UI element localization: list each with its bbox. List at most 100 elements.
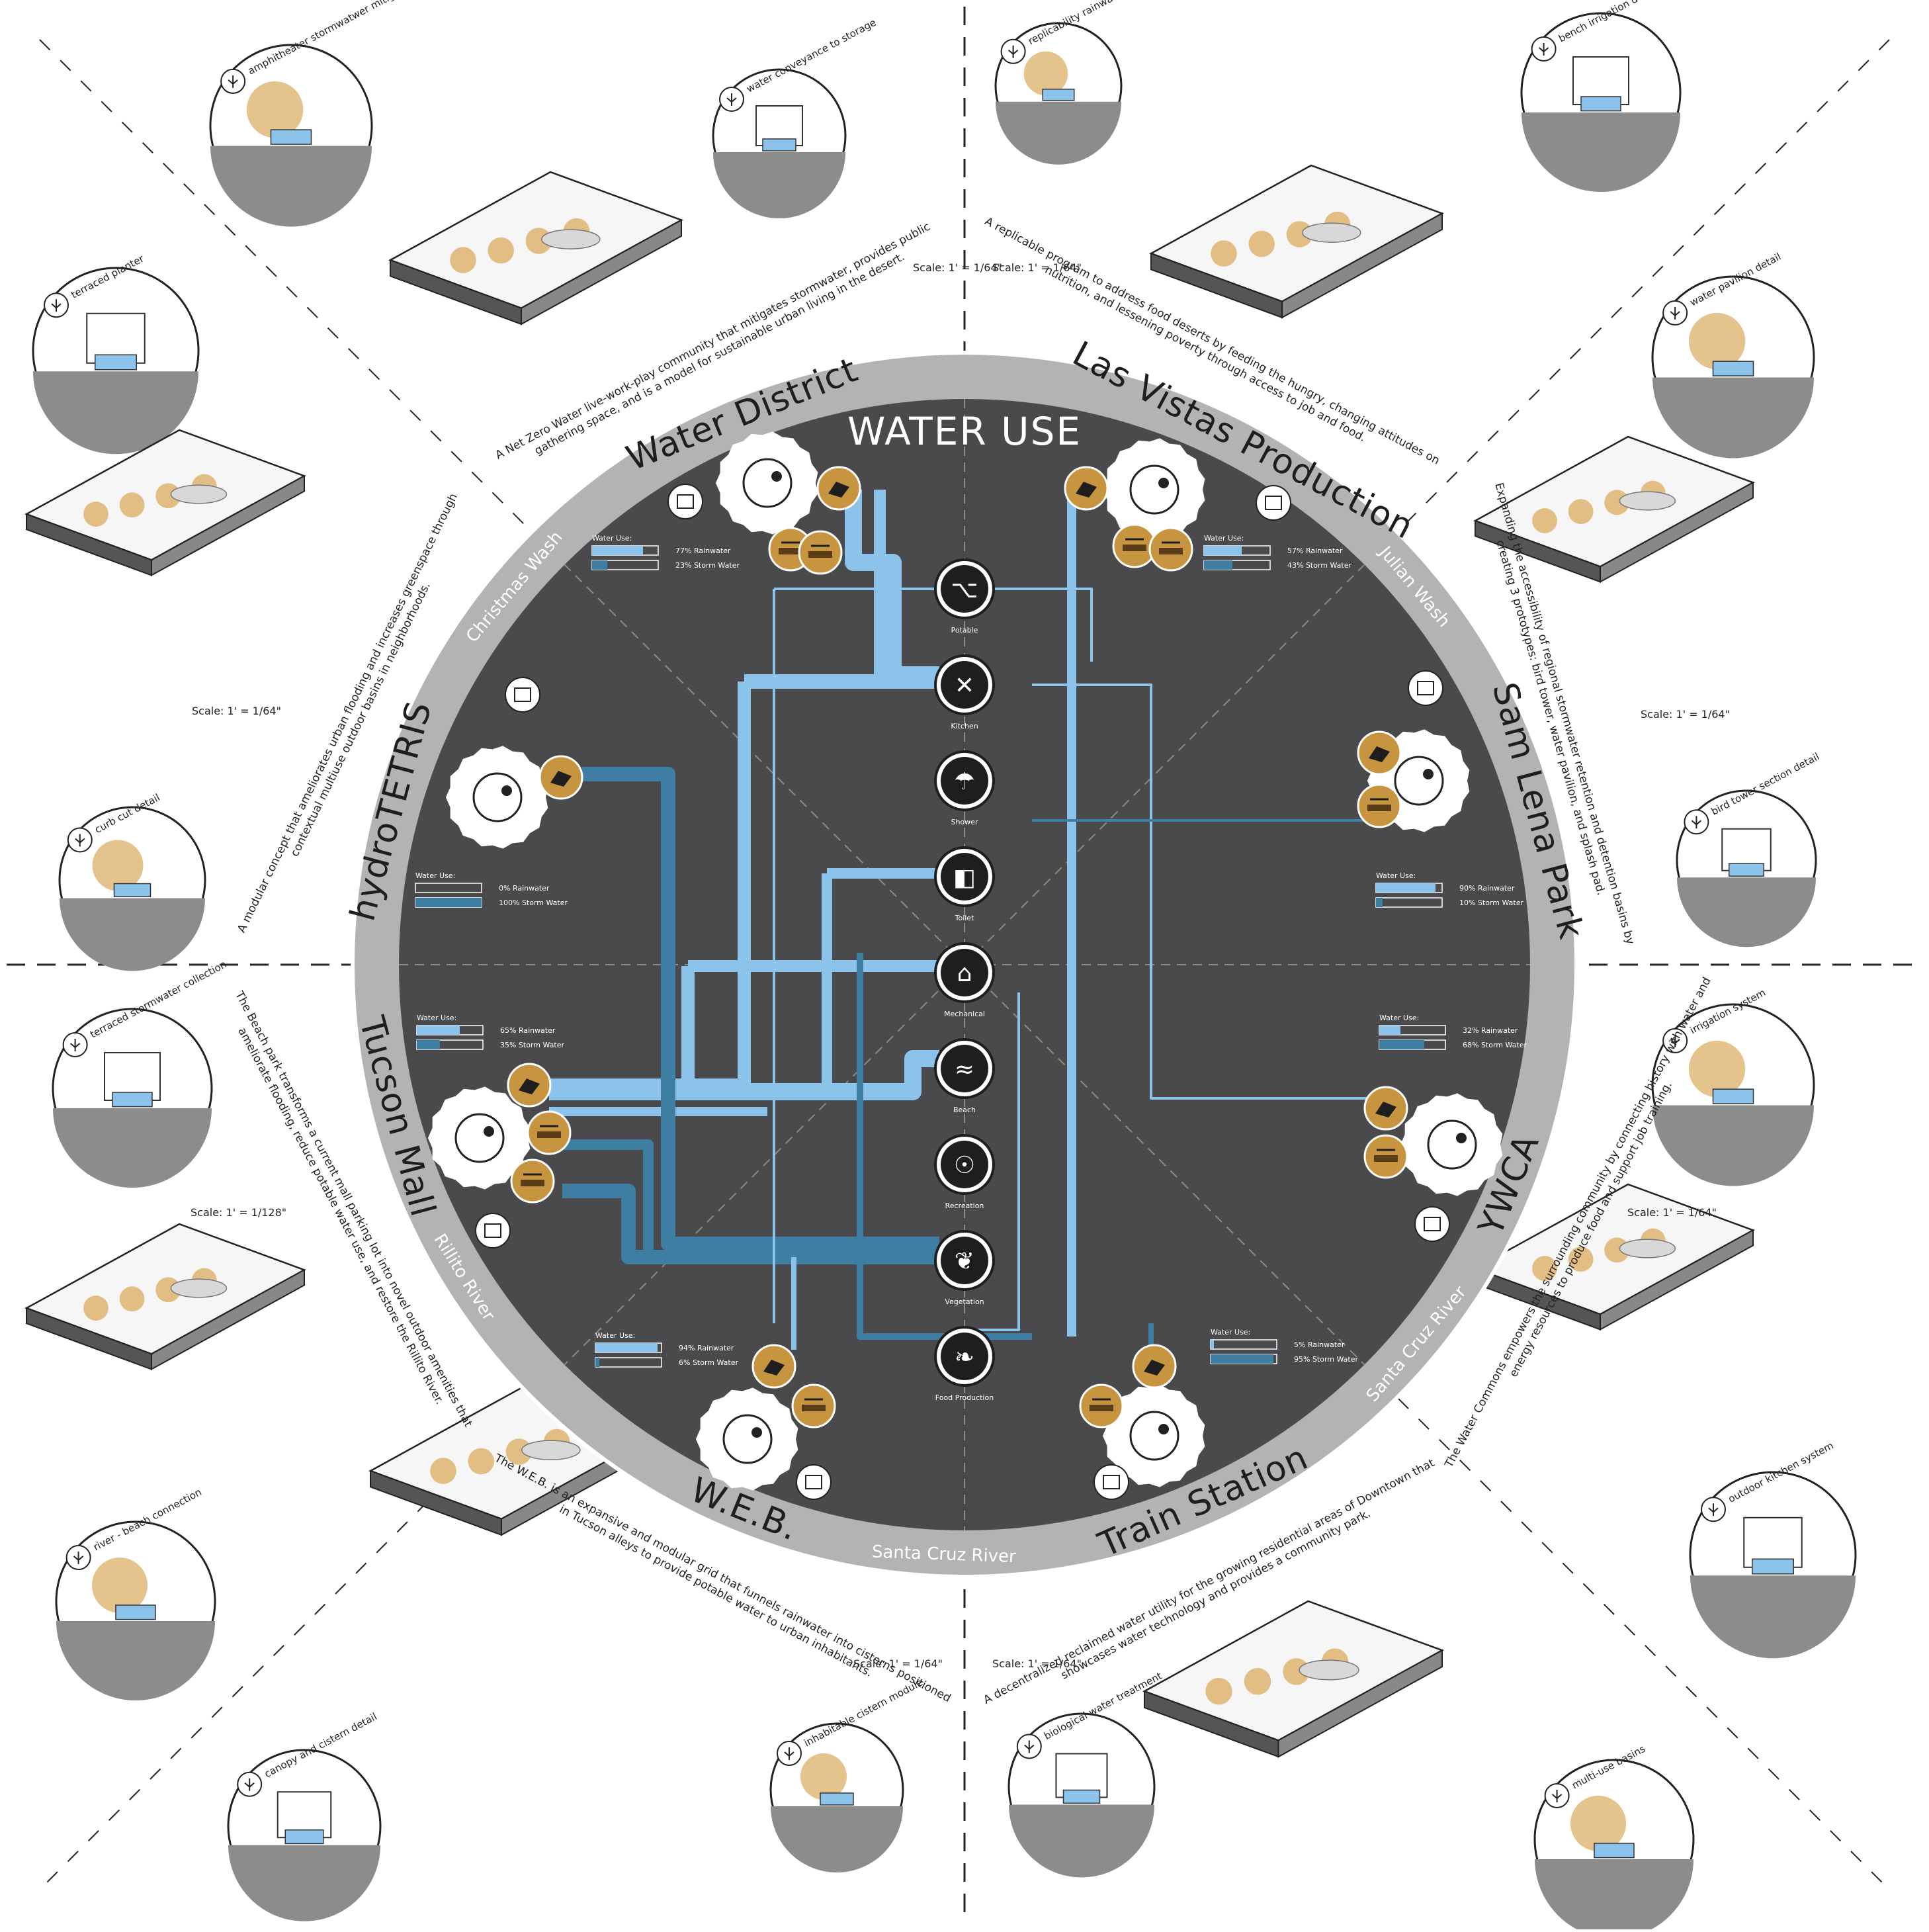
category-label: Beach (953, 1106, 976, 1114)
storm-bar-label: 23% Storm Water (675, 561, 740, 570)
vignette-ground (1690, 1575, 1856, 1659)
axo-basin (170, 1278, 228, 1298)
category-recreation: ☉Recreation (934, 1134, 995, 1210)
category-label: Mechanical (944, 1010, 985, 1018)
project-logo-mark (722, 1414, 773, 1464)
plant-icon (1708, 1503, 1719, 1516)
vignette-ground (771, 1806, 903, 1872)
axo-tree (119, 492, 145, 518)
building-icon-glyph (1417, 681, 1434, 695)
storm-bar-label: 6% Storm Water (679, 1358, 739, 1367)
water-use-header: Water Use: (1204, 534, 1244, 543)
vignette-ground (1522, 112, 1680, 192)
vignette-ground (1009, 1804, 1154, 1878)
plant-icon (1538, 43, 1549, 56)
vignette-ground (60, 898, 205, 971)
category-column: ⌥Potable✕Kitchen☂Shower◧Toilet⌂Mechanica… (934, 558, 995, 1402)
vignette-water (1062, 1789, 1101, 1804)
project-logo-dot (1423, 769, 1434, 779)
category-label: Food Production (935, 1393, 994, 1402)
project-logo-mark (742, 458, 793, 508)
water-use-header: Water Use: (1211, 1328, 1250, 1337)
axo-basin (1619, 1239, 1676, 1258)
vignette-ground (1652, 377, 1814, 459)
axo-tree (488, 237, 514, 264)
fork-knife-icon-glyph: ✕ (955, 672, 974, 699)
project-logo-dot (484, 1126, 494, 1137)
water-use-header: Water Use: (595, 1331, 635, 1340)
flow-lines (549, 485, 1376, 1370)
detail-vignette-train-station-0: multi-use basins (1533, 1743, 1695, 1932)
detail-vignette-ywca-0: irrigation system (1651, 987, 1815, 1186)
building-icon (505, 677, 540, 713)
rain-bar-fill (1204, 546, 1242, 555)
detail-vignette-tucson-mall-1: terraced stormwater collection (52, 958, 228, 1188)
axo-side-right (151, 474, 305, 577)
ground-glyph (1159, 548, 1183, 554)
vignette-ground (53, 1108, 212, 1188)
building-icon (1408, 670, 1443, 706)
detail-vignette-sam-lena-0: water pavilion detail (1651, 251, 1815, 459)
detail-vignette-tucson-mall-0: river - beach connection (55, 1486, 216, 1700)
axo-tree (1568, 499, 1594, 525)
plant-icon (51, 299, 62, 312)
shower-icon (941, 757, 988, 805)
roof-glyph (1369, 746, 1390, 762)
detail-vignette-sam-lena-1: bird tower section detail (1676, 750, 1821, 947)
storm-bar-label: 35% Storm Water (500, 1041, 565, 1049)
vignette-water (762, 138, 796, 152)
roof-glyph (1144, 1360, 1165, 1376)
axonometric-tucson-mall (24, 1223, 307, 1371)
rain-bar-label: 77% Rainwater (675, 547, 731, 555)
rain-bar-fill (1376, 883, 1436, 893)
vignette-water (113, 883, 151, 898)
detail-vignette-train-station-1: biological water treatment (1007, 1670, 1164, 1878)
flow-tucson-storm (562, 1139, 654, 1251)
house-mechanical-icon (941, 949, 988, 996)
axonometric-sam-lena (1473, 435, 1756, 584)
plant-icon (1007, 45, 1019, 58)
project-node-web (695, 1344, 836, 1500)
project-logo-dot (501, 785, 512, 796)
axonometric-las-vistas (1148, 164, 1445, 319)
vignette-ground (228, 1845, 380, 1921)
water-use-bar-hydrotetris: Water Use: 0% Rainwater 100% Storm Water (415, 871, 568, 908)
building-icon-glyph (1265, 496, 1282, 510)
axo-side-right (521, 218, 682, 326)
vignette-ground (210, 146, 372, 227)
category-label: Kitchen (951, 722, 978, 730)
rain-bar-label: 0% Rainwater (499, 884, 550, 893)
storm-bar-fill (1211, 1354, 1273, 1364)
plant-icon (244, 1778, 255, 1791)
category-shower: ☂Shower (934, 750, 995, 826)
vignette-water (1042, 89, 1075, 101)
storm-bar-fill (1204, 560, 1232, 570)
rain-bar-label: 65% Rainwater (500, 1026, 556, 1035)
water-use-header: Water Use: (415, 871, 455, 880)
building-icon (1414, 1206, 1450, 1242)
vignette-ground (56, 1621, 215, 1700)
vignette-tree (800, 1753, 847, 1800)
site-axonometrics (24, 164, 1756, 1758)
rain-bar-label: 90% Rainwater (1459, 884, 1515, 893)
vignette-water (1712, 1088, 1754, 1104)
axo-side-right (1600, 481, 1754, 584)
axo-side-right (1600, 1229, 1754, 1331)
ground-glyph (521, 1180, 544, 1186)
fork-knife-icon (941, 661, 988, 709)
axo-side-right (1281, 212, 1443, 319)
ground-glyph (537, 1131, 561, 1138)
vignette-tree (92, 840, 144, 891)
project-logo-mark (472, 772, 523, 822)
building-icon (667, 484, 703, 519)
storm-bar-label: 68% Storm Water (1463, 1041, 1527, 1049)
storm-bar-label: 100% Storm Water (499, 899, 568, 907)
water-use-header: Water Use: (417, 1014, 456, 1022)
vignette-water (112, 1092, 153, 1108)
faucet-icon-glyph: ⌥ (951, 576, 978, 603)
detail-vignette-las-vistas-0: replicability rainwater catchment (994, 0, 1177, 165)
ground-glyph (1374, 1155, 1398, 1162)
project-logo-mark (1394, 756, 1444, 806)
plant-icon (726, 93, 737, 106)
vignette-tree (1570, 1796, 1626, 1851)
